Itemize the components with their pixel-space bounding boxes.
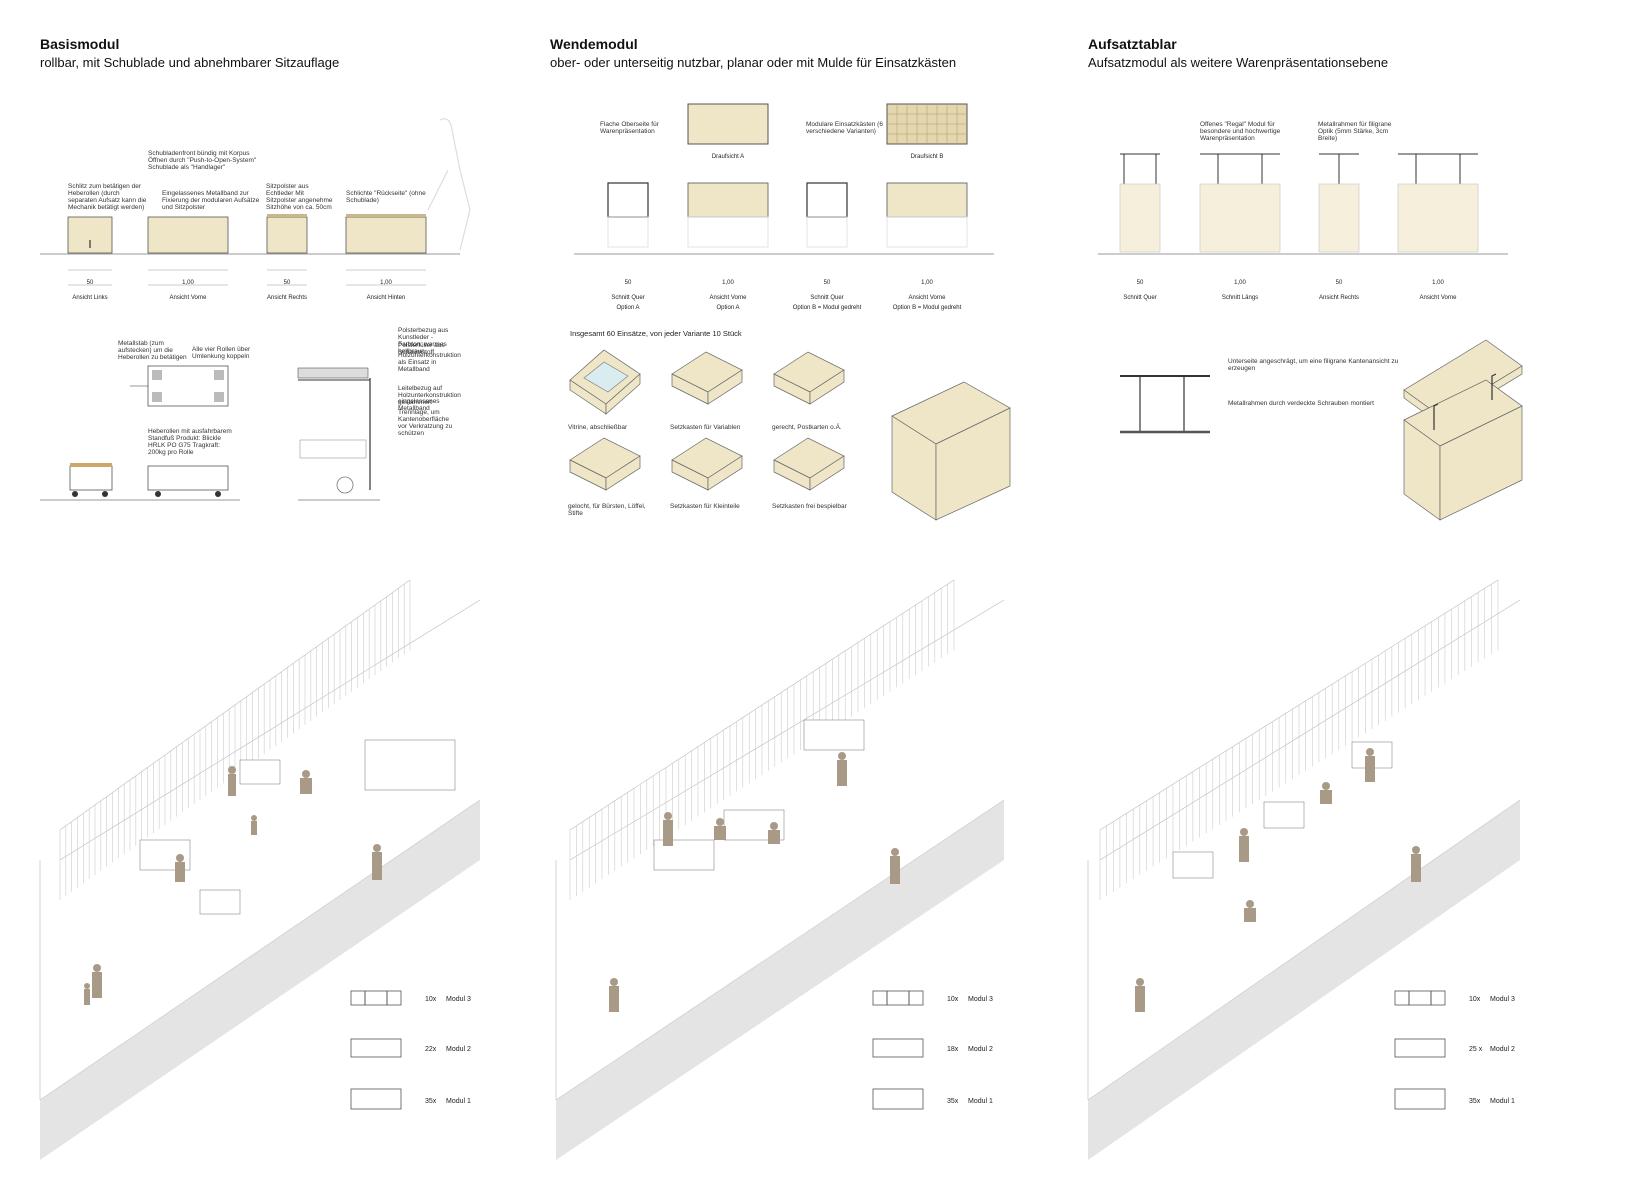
legend-icons (350, 990, 402, 1110)
dim-label: 50 (1336, 280, 1343, 286)
note: Schlichte "Rückseite" (ohne Schublade) (346, 190, 426, 204)
note: Offenes "Regal" Modul für besondere und … (1200, 121, 1281, 142)
view-label: Ansicht Vorne (908, 295, 946, 301)
legend-label: Modul 1 (1490, 1098, 1515, 1105)
note: Polsterbezug aus Kunstleder - Farbton: w… (398, 327, 449, 355)
legend-label: Modul 3 (446, 996, 471, 1003)
insert-label: Setzkasten frei bespielbar (772, 503, 847, 510)
legend-label: Modul 1 (968, 1098, 993, 1105)
legend-count: 10x (425, 996, 437, 1003)
view-label: Schnitt Quer (810, 295, 843, 301)
legend-count: 22x (425, 1046, 437, 1053)
insert-label: Vitrine, abschließbar (568, 424, 628, 431)
note: Holzunterkonstruktion als Einsatz in Met… (398, 352, 461, 373)
view-label: Schnitt Längs (1222, 295, 1258, 301)
note: Modulare Einsatzkästen (6 verschiedene V… (806, 121, 883, 135)
view-label: Draufsicht B (911, 154, 944, 160)
insert-boxes (569, 349, 1011, 521)
view-label: Ansicht Vorne (169, 295, 207, 301)
view-label: Ansicht Rechts (1319, 295, 1359, 301)
note: Schubladenfront bündig mit Korpus Öffnen… (148, 150, 257, 171)
legend-count: 10x (1469, 996, 1481, 1003)
elevation-drawings: 50 1,00 50 1,00 Schnitt Quer Schnitt Län… (1098, 153, 1508, 301)
legend-count: 18x (947, 1046, 959, 1053)
option-label: Option A (716, 305, 739, 311)
axonometric-scene (39, 579, 481, 1160)
dim-label: 1,00 (921, 280, 933, 286)
panel-title: Aufsatztablar (1088, 36, 1177, 52)
view-label: Schnitt Quer (611, 295, 644, 301)
legend-count: 10x (947, 996, 959, 1003)
legend-label: Modul 1 (446, 1098, 471, 1105)
panel-subtitle: Aufsatzmodul als weitere Warenpräsentati… (1088, 55, 1389, 70)
note: eingelassenes Metallband (398, 398, 440, 412)
dim-label: 1,00 (1234, 280, 1246, 286)
legend-label: Modul 3 (1490, 996, 1515, 1003)
top-views: Draufsicht A Draufsicht B 50 1,00 50 1,0… (574, 103, 994, 311)
note: Unterseite angeschrägt, um eine filigran… (1228, 358, 1399, 372)
note: Heberollen mit ausfahrbarem Standfuß Pro… (148, 428, 232, 456)
dim-label: 50 (824, 280, 831, 286)
option-label: Option B = Modul gedreht (893, 305, 962, 311)
axonometric-scene (1087, 579, 1521, 1160)
view-label: Ansicht Rechts (267, 295, 307, 301)
elevation-drawings: 50 1,00 50 1,00 Ansicht Links Ansicht Vo… (40, 118, 471, 301)
option-label: Option B = Modul gedreht (793, 305, 862, 311)
note: Eingelassenes Metallband zur Fixierung d… (162, 190, 260, 211)
view-label: Ansicht Vorne (709, 295, 747, 301)
inserts-heading: Insgesamt 60 Einsätze, von jeder Variant… (570, 329, 742, 338)
note: Schlitz zum betätigen der Heberollen (du… (68, 183, 147, 211)
dim-label: 1,00 (1432, 280, 1444, 286)
insert-label: gelocht, für Bürsten, Löffel, Stifte (568, 503, 646, 517)
view-label: Schnitt Quer (1123, 295, 1156, 301)
panel-basismodul: Basismodul rollbar, mit Schublade und ab… (0, 0, 544, 1200)
insert-label: Setzkasten für Kleinteile (670, 503, 740, 510)
dim-label: 50 (284, 280, 291, 286)
view-label: Ansicht Links (72, 295, 107, 301)
note: Metallrahmen für filigrane Optik (5mm St… (1318, 121, 1392, 142)
dim-label: 1,00 (380, 280, 392, 286)
note: Leitelbezug auf Holzunterkonstruktion ge… (398, 385, 461, 406)
legend-count: 35x (1469, 1098, 1481, 1105)
panel-title: Wendemodul (550, 36, 638, 52)
view-label: Ansicht Vorne (1419, 295, 1457, 301)
detail-drawings (1120, 339, 1523, 521)
note: Sitzpolster aus Echtleder Mit Sitzpolste… (266, 183, 333, 211)
legend-label: Modul 2 (446, 1046, 471, 1053)
insert-label: Setzkasten für Variablen (670, 424, 741, 431)
dim-label: 50 (87, 280, 94, 286)
note: Trennlage, um Kantenoberfläche vor Verkr… (398, 409, 453, 437)
dim-label: 1,00 (722, 280, 734, 286)
plan-detail-drawings (40, 365, 380, 501)
view-label: Draufsicht A (712, 154, 744, 160)
dim-label: 50 (625, 280, 632, 286)
panel-wendemodul: Wendemodul ober- oder unterseitig nutzba… (544, 0, 1088, 1200)
legend-icons (872, 990, 924, 1110)
note: Polsterfüller aus Schaumstoff (398, 342, 445, 356)
panel-subtitle: rollbar, mit Schublade und abnehmbarer S… (40, 55, 340, 70)
option-label: Option A (616, 305, 639, 311)
axonometric-scene (555, 579, 1005, 1160)
dim-label: 50 (1137, 280, 1144, 286)
dim-label: 1,00 (182, 280, 194, 286)
panel-aufsatztablar: Aufsatztablar Aufsatzmodul als weitere W… (1087, 0, 1632, 1200)
panel-title: Basismodul (40, 36, 120, 52)
legend-label: Modul 2 (968, 1046, 993, 1053)
note: Flache Oberseite für Warenpräsentation (600, 121, 659, 135)
legend-count: 35x (425, 1098, 437, 1105)
view-label: Ansicht Hinten (367, 295, 406, 301)
legend-icons (1394, 990, 1446, 1110)
legend-label: Modul 2 (1490, 1046, 1515, 1053)
panel-subtitle: ober- oder unterseitig nutzbar, planar o… (550, 55, 957, 70)
legend-count: 25 x (1469, 1046, 1483, 1053)
note: Metallrahmen durch verdeckte Schrauben m… (1228, 400, 1374, 407)
note: Alle vier Rollen über Umlenkung koppeln (192, 346, 251, 360)
note: Metallstab (zum aufstecken) um die Heber… (118, 340, 187, 361)
legend-label: Modul 3 (968, 996, 993, 1003)
legend-count: 35x (947, 1098, 959, 1105)
insert-label: gerecht, Postkarten o.Ä. (772, 424, 842, 431)
